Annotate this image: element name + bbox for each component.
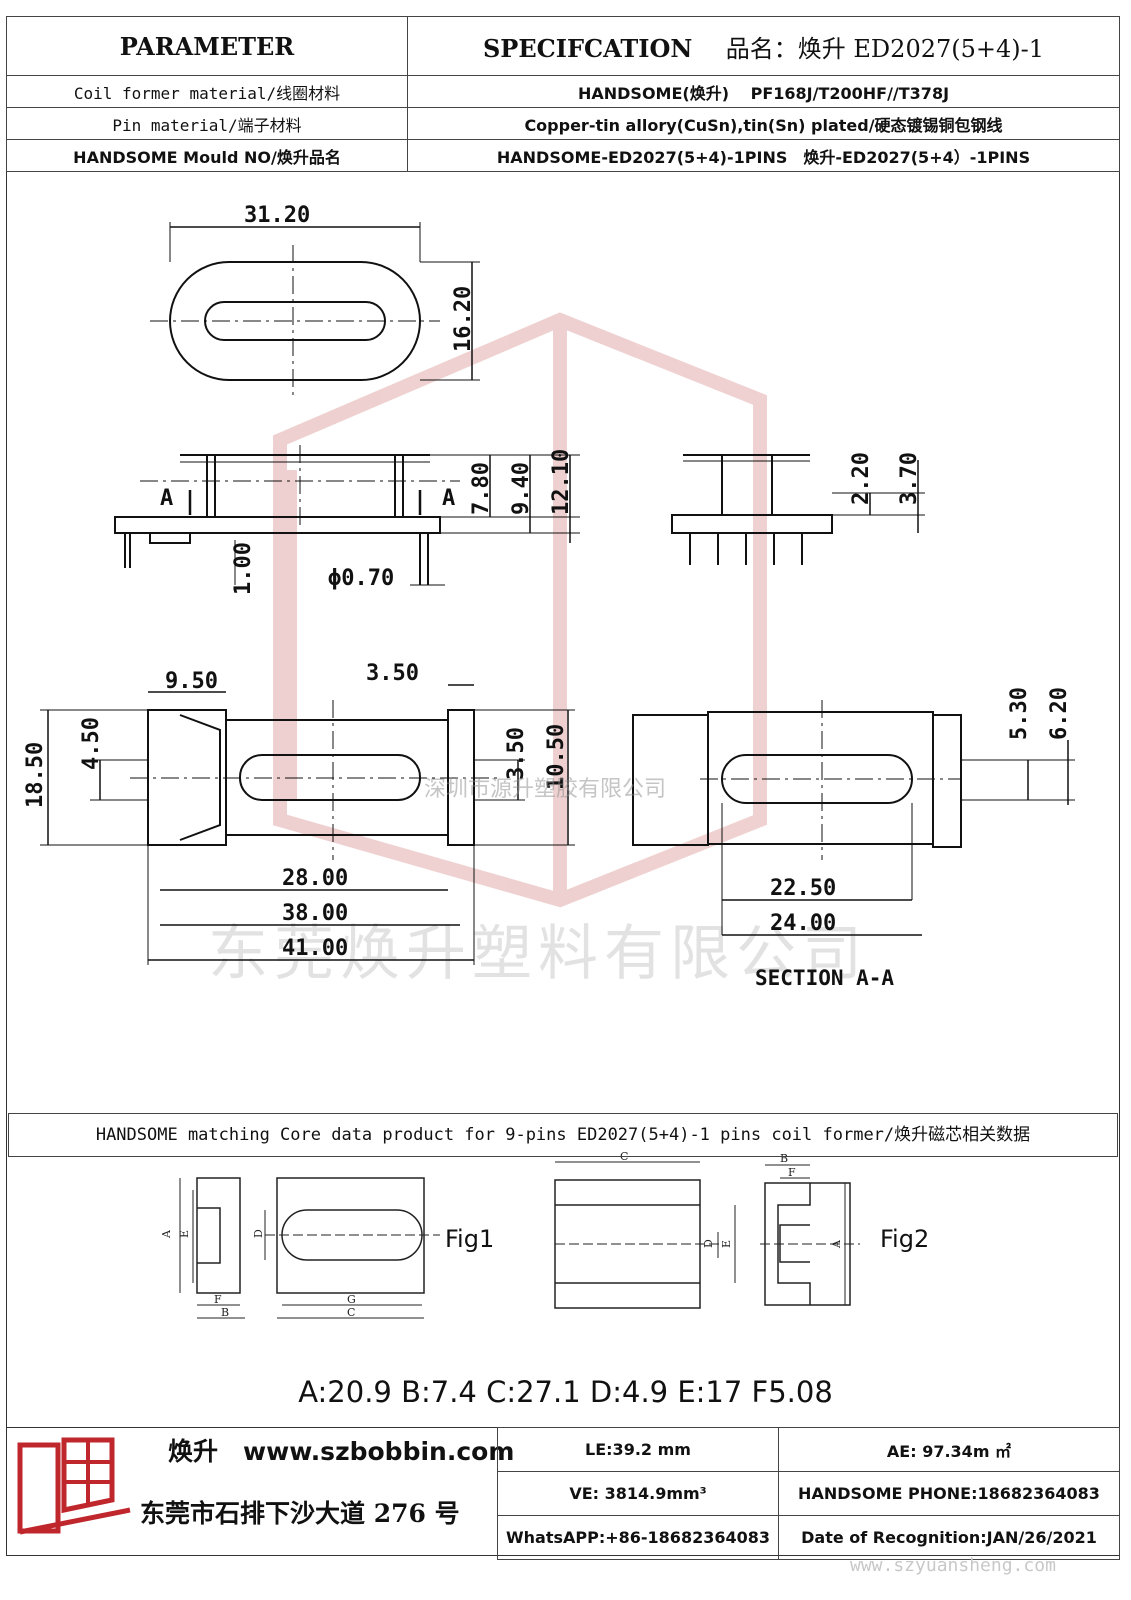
dim-f: 2.20 <box>849 452 874 505</box>
phone-value: HANDSOME PHONE:18682364083 <box>778 1471 1120 1516</box>
core-letter-d2: D <box>702 1239 715 1248</box>
section-label: SECTION A-A <box>755 966 894 990</box>
dimension-labels: 31.20 16.20 7.80 9.40 12.10 2.20 ϕ0.70 3… <box>23 203 1072 990</box>
core-data-banner: HANDSOME matching Core data product for … <box>8 1113 1118 1157</box>
dim-t: 6.20 <box>1047 687 1072 740</box>
dim-h: 3.70 <box>897 452 922 505</box>
section-view <box>632 700 1075 936</box>
section-marker-left: A <box>160 486 173 511</box>
whatsapp-value: WhatsAPP:+86-18682364083 <box>497 1515 779 1560</box>
logo-icon <box>17 1437 131 1535</box>
watermark-company2: 深圳市源升塑胶有限公司 <box>424 777 667 802</box>
watermark-logo <box>273 312 767 908</box>
core-letter-e2: E <box>720 1240 733 1248</box>
specification-header: SPECIFCATION 品名：焕升 ED2027(5+4)-1 <box>407 16 1120 76</box>
dim-r: 41.00 <box>282 936 348 961</box>
core-figure-letters: A E D F B G C C D E B F A <box>160 1150 843 1319</box>
ae-value: AE: 97.34m ㎡ <box>778 1427 1120 1472</box>
coil-material-value: HANDSOME(焕升) PF168J/T200HF//T378J <box>407 75 1120 108</box>
le-value: LE:39.2 mm <box>497 1427 779 1472</box>
dim-u: 22.50 <box>770 876 836 901</box>
dim-a: 31.20 <box>244 203 310 228</box>
core-letter-b2: B <box>780 1152 788 1165</box>
product-name: 品名：焕升 ED2027(5+4)-1 <box>725 34 1045 63</box>
dim-k: 3.50 <box>366 661 419 686</box>
bottom-view <box>40 684 575 965</box>
dim-q: 38.00 <box>282 901 348 926</box>
dim-c: 7.80 <box>469 462 494 515</box>
fig1-label: Fig1 <box>445 1225 495 1253</box>
side-view <box>114 445 580 586</box>
brand-line: 焕升 www.szbobbin.com <box>168 1437 515 1466</box>
coil-material-label: Coil former material/线圈材料 <box>6 75 408 108</box>
mould-no-label: HANDSOME Mould NO/焕升品名 <box>6 139 408 172</box>
core-letter-b1: B <box>221 1306 229 1319</box>
dim-o: 10.50 <box>544 724 569 790</box>
watermark-url: www.szyuansheng.com <box>850 1555 1056 1576</box>
core-letter-g1: G <box>347 1293 356 1306</box>
mould-no-value: HANDSOME-ED2027(5+4)-1PINS 焕升-ED2027(5+4… <box>407 139 1120 172</box>
core-letter-c1: C <box>347 1306 355 1319</box>
date-value: Date of Recognition:JAN/26/2021 <box>778 1515 1120 1560</box>
core-letter-f1: F <box>214 1293 222 1306</box>
dim-p: 28.00 <box>282 866 348 891</box>
spec-table: PARAMETER SPECIFCATION 品名：焕升 ED2027(5+4)… <box>6 16 1120 172</box>
dim-i: 1.00 <box>231 542 256 595</box>
dim-n: 3.50 <box>504 727 529 780</box>
dim-e: 12.10 <box>549 449 574 515</box>
watermark-company: 东莞焕升塑料有限公司 <box>208 919 868 989</box>
core-letter-f2: F <box>788 1166 796 1179</box>
dim-l: 18.50 <box>23 742 48 808</box>
dim-m: 4.50 <box>79 717 104 770</box>
address: 东莞市石排下沙大道 276 号 <box>140 1499 460 1528</box>
dim-v: 24.00 <box>770 911 836 936</box>
end-view <box>671 454 925 565</box>
core-letter-a1: A <box>160 1229 173 1239</box>
dim-b: 16.20 <box>451 286 476 352</box>
parameter-header: PARAMETER <box>6 16 408 76</box>
core-letter-d1: D <box>252 1229 265 1238</box>
footer-table: LE:39.2 mm AE: 97.34m ㎡ VE: 3814.9mm³ HA… <box>497 1427 1120 1560</box>
pin-material-label: Pin material/端子材料 <box>6 107 408 140</box>
specification-label: SPECIFCATION <box>482 33 693 63</box>
ve-value: VE: 3814.9mm³ <box>497 1471 779 1516</box>
section-marker-right: A <box>442 486 455 511</box>
core-data-values: A:20.9 B:7.4 C:27.1 D:4.9 E:17 F5.08 <box>298 1375 833 1409</box>
core-figures <box>179 1161 860 1319</box>
dim-j: 9.50 <box>165 669 218 694</box>
dim-s: 5.30 <box>1007 687 1032 740</box>
dim-g: ϕ0.70 <box>328 566 394 591</box>
core-letter-e1: E <box>178 1230 191 1238</box>
top-view <box>150 222 480 395</box>
fig2-label: Fig2 <box>880 1225 930 1253</box>
dim-d: 9.40 <box>509 462 534 515</box>
core-letter-a2: A <box>830 1239 843 1249</box>
